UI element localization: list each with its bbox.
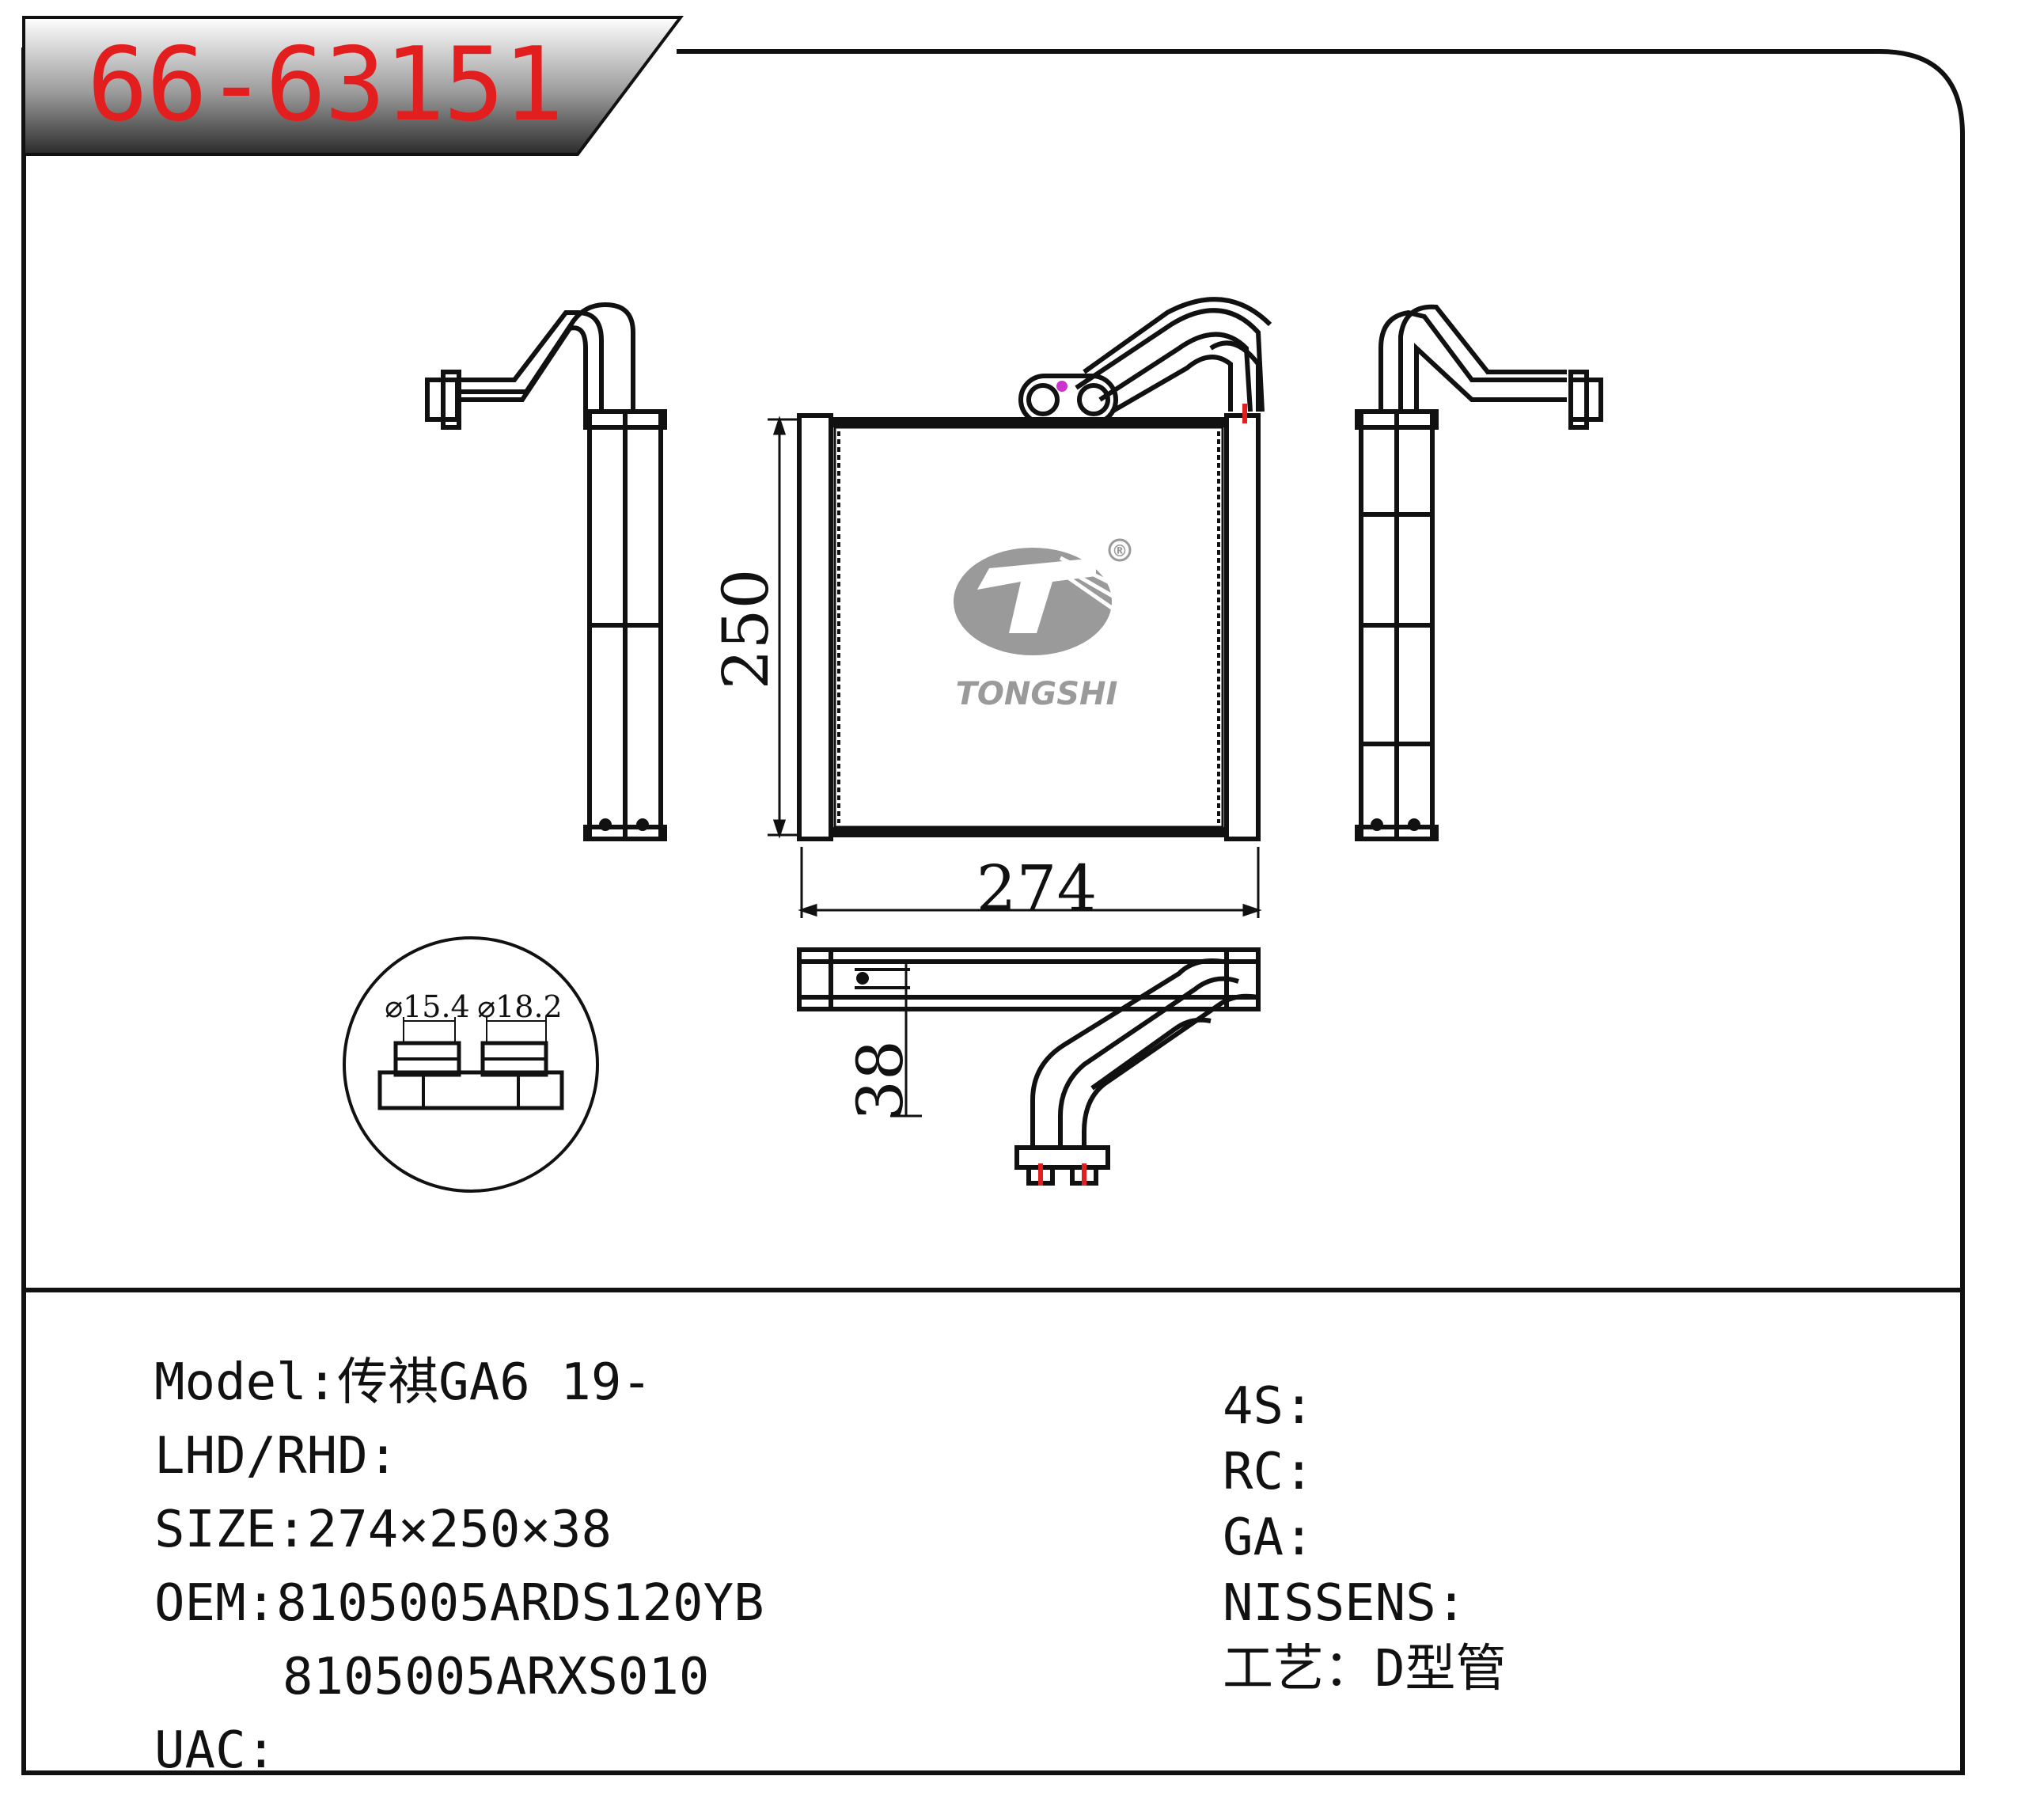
fitting-detail: ⌀15.4 ⌀18.2 bbox=[343, 936, 599, 1193]
fitting-diameter-2: ⌀18.2 bbox=[477, 989, 563, 1024]
spec-value: 传祺GA6 19- bbox=[337, 1353, 652, 1412]
spec-label: Model: bbox=[154, 1353, 338, 1412]
spec-ga: GA: bbox=[1223, 1512, 1314, 1563]
red-marker-right bbox=[1082, 1163, 1086, 1186]
spec-value: 274×250×38 bbox=[306, 1501, 612, 1559]
spec-uac: UAC: bbox=[154, 1725, 276, 1776]
outer-frame bbox=[21, 47, 1965, 1775]
right-side-view bbox=[1355, 304, 1603, 841]
logo-text: TONGSHI bbox=[956, 676, 1118, 712]
spec-4s: 4S: bbox=[1223, 1381, 1314, 1432]
registered-mark: ® bbox=[1112, 541, 1128, 560]
spec-lhd-rhd: LHD/RHD: bbox=[154, 1431, 398, 1482]
spec-label: NISSENS: bbox=[1223, 1574, 1467, 1633]
depth-dimension-line bbox=[890, 962, 922, 1118]
spec-label: OEM: bbox=[154, 1574, 277, 1633]
fitting-diameter-1: ⌀15.4 bbox=[385, 989, 470, 1024]
red-marker-left bbox=[1038, 1163, 1043, 1186]
dimension-height: 250 bbox=[709, 569, 783, 690]
red-marker bbox=[1242, 404, 1247, 423]
part-number: 66-63151 bbox=[87, 26, 563, 144]
spec-oem-2: 8105005ARXS010 bbox=[283, 1652, 709, 1702]
spec-rc: RC: bbox=[1223, 1447, 1314, 1497]
spec-oem: OEM:8105005ARDS120YB bbox=[154, 1578, 764, 1629]
dimension-width: 274 bbox=[976, 852, 1098, 925]
spec-label: 4S: bbox=[1223, 1377, 1314, 1436]
dimension-lines bbox=[768, 416, 1262, 918]
top-view bbox=[797, 947, 1261, 1186]
part-number-tab bbox=[22, 16, 684, 156]
spec-value: 8105005ARXS010 bbox=[283, 1648, 710, 1706]
spec-size: SIZE:274×250×38 bbox=[154, 1505, 612, 1555]
tongshi-logo: ® TONGSHI bbox=[954, 538, 1132, 712]
spec-nissens: NISSENS: bbox=[1223, 1578, 1466, 1629]
left-side-view bbox=[425, 302, 667, 841]
spec-label: 工艺： bbox=[1223, 1640, 1375, 1698]
spec-value: D型管 bbox=[1375, 1640, 1507, 1698]
spec-process: 工艺：D型管 bbox=[1223, 1644, 1507, 1694]
spec-label: SIZE: bbox=[154, 1501, 307, 1559]
dimension-depth: 38 bbox=[844, 1040, 917, 1121]
spec-label: UAC: bbox=[154, 1721, 277, 1780]
spec-label: RC: bbox=[1223, 1443, 1314, 1501]
spec-label: GA: bbox=[1223, 1508, 1314, 1567]
spec-model: Model:传祺GA6 19- bbox=[154, 1357, 652, 1408]
spec-label: LHD/RHD: bbox=[154, 1427, 399, 1486]
spec-value: 8105005ARDS120YB bbox=[276, 1574, 764, 1633]
